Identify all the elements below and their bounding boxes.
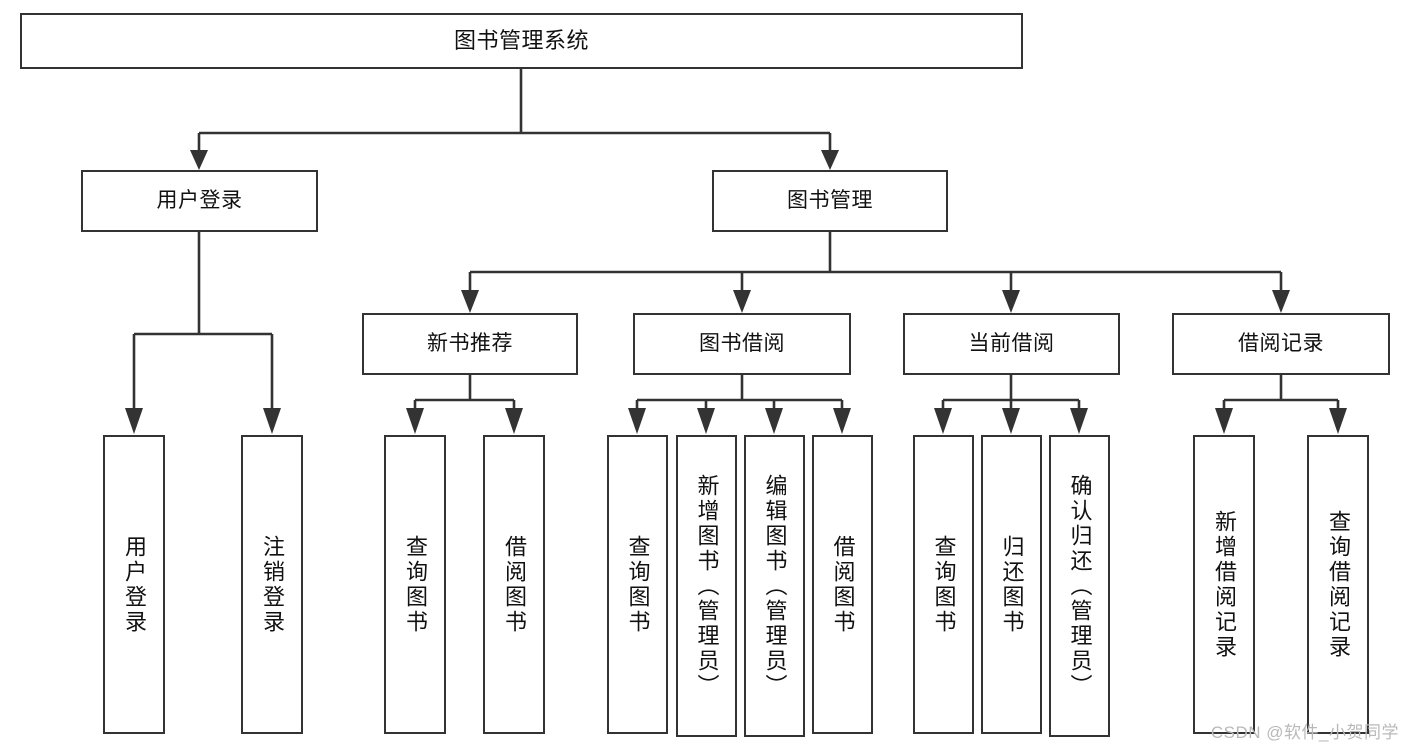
leaf-edit-book-admin[interactable]: 编辑图书（管理员）	[744, 435, 805, 737]
arrow-head-book-manage	[821, 150, 839, 170]
leaf-confirm-return-admin[interactable]: 确认归还（管理员）	[1049, 435, 1110, 737]
leaf-borrow-book[interactable]: 借阅图书	[812, 435, 873, 734]
node-label: 新增借阅记录	[1212, 509, 1237, 660]
arrow-head-bookborrow-leaf4	[833, 408, 851, 434]
leaf-borrow-book-recommend[interactable]: 借阅图书	[483, 435, 545, 734]
leaf-user-login[interactable]: 用户登录	[103, 435, 165, 734]
node-label: 注销登录	[260, 534, 285, 635]
arrow-head-leaf-user-login	[125, 408, 143, 434]
node-label: 图书管理系统	[453, 28, 589, 54]
node-label: 新增图书（管理员）	[694, 473, 720, 699]
arrow-head-bookborrow-leaf2	[697, 408, 715, 434]
node-label: 图书管理	[787, 188, 873, 212]
arrow-head-borrowrecord-leaf2	[1329, 408, 1347, 434]
leaf-query-book-recommend[interactable]: 查询图书	[384, 435, 446, 734]
leaf-query-borrow-record[interactable]: 查询借阅记录	[1307, 435, 1369, 734]
node-root-book-management-system[interactable]: 图书管理系统	[20, 13, 1023, 69]
node-book-borrow[interactable]: 图书借阅	[633, 313, 851, 375]
node-label: 用户登录	[156, 188, 243, 212]
node-label: 查询借阅记录	[1326, 509, 1351, 660]
node-label: 查询图书	[931, 534, 957, 635]
node-label: 查询图书	[625, 534, 651, 635]
arrow-head-currentborrow-leaf2	[1002, 408, 1020, 434]
node-label: 确认归还（管理员）	[1067, 473, 1093, 699]
leaf-query-book-borrow[interactable]: 查询图书	[607, 435, 668, 734]
leaf-add-borrow-record[interactable]: 新增借阅记录	[1193, 435, 1255, 734]
arrow-head-borrowrecord-leaf1	[1215, 408, 1233, 434]
leaf-return-book[interactable]: 归还图书	[981, 435, 1042, 734]
node-label: 借阅图书	[502, 534, 527, 635]
leaf-add-book-admin[interactable]: 新增图书（管理员）	[676, 435, 737, 737]
node-label: 借阅图书	[830, 534, 856, 635]
arrow-head-bookborrow-leaf3	[765, 408, 783, 434]
node-label: 新书推荐	[427, 331, 513, 355]
leaf-query-book-current[interactable]: 查询图书	[913, 435, 974, 734]
leaf-logout[interactable]: 注销登录	[241, 435, 303, 734]
node-label: 当前借阅	[968, 331, 1055, 355]
arrow-head-currentborrow-leaf3	[1070, 408, 1088, 434]
arrow-head-current-borrow	[1002, 290, 1020, 313]
arrow-head-new-book	[461, 290, 479, 313]
watermark-text: CSDN @软件_小贺同学	[1210, 723, 1399, 742]
arrow-head-currentborrow-leaf1	[934, 408, 952, 434]
arrow-head-book-borrow	[733, 290, 751, 313]
arrow-head-user-login	[190, 150, 208, 170]
arrow-head-newbook-leaf2	[505, 408, 523, 434]
node-label: 归还图书	[999, 534, 1025, 635]
node-borrow-record[interactable]: 借阅记录	[1172, 313, 1390, 375]
node-label: 用户登录	[122, 534, 147, 635]
arrow-head-borrow-record	[1272, 290, 1290, 313]
arrow-head-leaf-logout	[263, 408, 281, 434]
node-book-management[interactable]: 图书管理	[712, 170, 948, 232]
node-current-borrow[interactable]: 当前借阅	[903, 313, 1120, 375]
arrow-head-bookborrow-leaf1	[628, 408, 646, 434]
node-user-login[interactable]: 用户登录	[81, 170, 318, 232]
node-label: 编辑图书（管理员）	[762, 473, 788, 699]
node-label: 查询图书	[403, 534, 428, 635]
node-label: 图书借阅	[699, 331, 785, 355]
node-label: 借阅记录	[1238, 331, 1324, 355]
arrow-head-newbook-leaf1	[406, 408, 424, 434]
node-new-book-recommendation[interactable]: 新书推荐	[362, 313, 578, 375]
